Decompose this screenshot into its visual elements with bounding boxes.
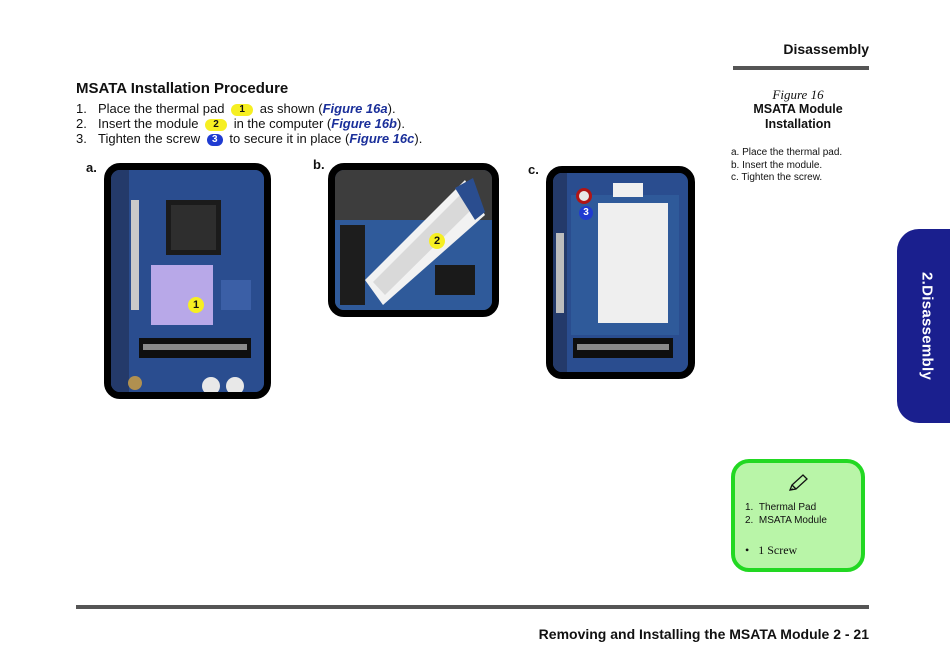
step-1: 1. Place the thermal pad 1 as shown (Figu… — [76, 101, 422, 116]
figure-link-16c[interactable]: Figure 16c — [349, 131, 415, 146]
figure-link-16a[interactable]: Figure 16a — [322, 101, 388, 116]
callout-badge-3: 3 — [206, 133, 223, 146]
parts-list: 1. Thermal Pad 2. MSATA Module — [745, 501, 827, 527]
parts-item-label: Thermal Pad — [758, 502, 817, 513]
motherboard-illustration-c — [553, 173, 688, 372]
figure-link-16b[interactable]: Figure 16b — [331, 116, 397, 131]
caption-item: c. Tighten the screw. — [731, 172, 823, 183]
parts-item-label: MSATA Module — [758, 515, 827, 526]
photo-thermal-pad: 1 — [104, 163, 271, 399]
screw-count-bullet: • 1 Screw — [745, 543, 798, 557]
step-text: in the computer ( — [233, 116, 332, 131]
figure-number: Figure 16 — [772, 87, 824, 102]
step-2: 2. Insert the module 2 in the computer (F… — [76, 116, 422, 131]
procedure-steps: 1.Place the thermal pad 1 as shown (Figu… — [76, 101, 422, 146]
chapter-side-tab-label: 2.Disassembly — [918, 271, 936, 381]
step-text: ). — [414, 131, 423, 146]
figure-caption-line: MSATA Module — [753, 102, 843, 116]
callout-marker-3: 3 — [579, 206, 593, 220]
header-section-title: Disassembly — [783, 41, 869, 57]
figure-c-label: c. — [528, 162, 539, 177]
pencil-icon — [787, 473, 811, 493]
callout-badge-1: 1 — [231, 103, 254, 116]
step-3: 3. Tighten the screw 3 to secure it in pl… — [76, 131, 422, 146]
caption-item: b. Insert the module. — [731, 159, 823, 171]
parts-note-box: 1. Thermal Pad 2. MSATA Module • 1 Screw — [731, 459, 865, 572]
photo-tighten-screw: 3 — [546, 166, 695, 379]
header-divider — [733, 66, 869, 70]
figure-caption-line: Installation — [765, 117, 831, 131]
step-text: to secure it in place ( — [229, 131, 350, 146]
parts-list-item: 2. MSATA Module — [745, 514, 827, 527]
callout-marker-2: 2 — [429, 233, 445, 249]
figure-caption-title: MSATA Module Installation — [735, 102, 861, 132]
figure-a-label: a. — [86, 160, 97, 175]
step-text: Tighten the screw — [98, 131, 201, 146]
footer-divider — [76, 605, 869, 609]
chapter-side-tab[interactable]: 2.Disassembly — [897, 229, 950, 423]
parts-list-item: 1. Thermal Pad — [745, 501, 827, 514]
step-text: as shown ( — [259, 101, 323, 116]
step-number: 1. — [76, 101, 87, 116]
parts-item-number: 1. — [745, 502, 754, 513]
figure-caption-list: a. Place the thermal pad. b. Insert the … — [731, 147, 842, 185]
procedure-title: MSATA Installation Procedure — [76, 80, 289, 97]
figure-b-label: b. — [313, 157, 325, 172]
parts-item-number: 2. — [745, 515, 754, 526]
step-text: ). — [387, 101, 396, 116]
callout-badge-2: 2 — [205, 118, 228, 131]
motherboard-illustration-a — [111, 170, 264, 392]
step-number: 3. — [76, 131, 87, 146]
screw-count-text: 1 Screw — [758, 543, 798, 557]
callout-marker-1: 1 — [188, 297, 204, 313]
photo-insert-module: 2 — [328, 163, 499, 317]
step-text: Place the thermal pad — [98, 101, 225, 116]
caption-item: a. Place the thermal pad. — [731, 147, 843, 158]
motherboard-illustration-b — [335, 170, 492, 310]
step-number: 2. — [76, 116, 87, 131]
footer-page-title: Removing and Installing the MSATA Module… — [538, 626, 869, 642]
step-text: Insert the module — [98, 116, 199, 131]
step-text: ). — [397, 116, 405, 131]
